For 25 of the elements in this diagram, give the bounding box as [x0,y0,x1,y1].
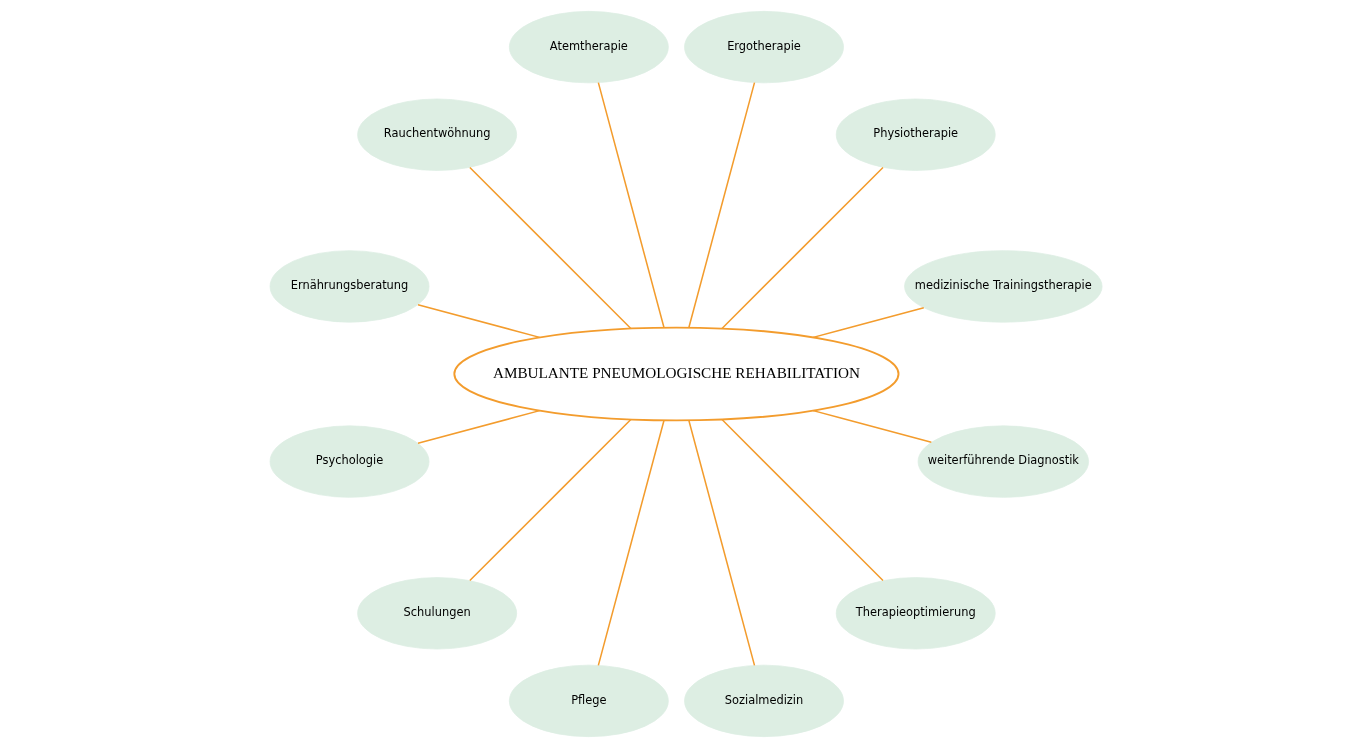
connector [468,418,632,582]
connector [416,304,540,339]
connector [811,409,932,444]
node-ellipse: AMBULANTE PNEUMOLOGISCHE REHABILITATION [452,326,899,422]
node-ellipse: Therapieoptimierung [835,577,996,650]
node-ellipse: Ernährungsberatung [269,250,429,323]
connector [720,166,884,330]
connector [468,166,632,330]
node-ellipse: medizinische Trainingstherapie [903,250,1102,323]
connector [687,419,755,667]
node-ellipse: Pflege [508,664,669,737]
connector [811,306,925,339]
node-ellipse: Sozialmedizin [683,664,844,737]
connector [416,409,540,444]
connector [597,419,665,667]
node-ellipse: Schulungen [356,577,517,650]
node-ellipse: Atemtherapie [508,10,669,84]
connector [597,81,665,329]
node-ellipse: Ergotherapie [683,10,844,84]
node-ellipse: weiterführende Diagnostik [917,425,1089,498]
node-ellipse: Rauchentwöhnung [356,98,517,171]
connector [720,418,884,582]
node-ellipse: Physiotherapie [835,98,996,171]
node-ellipse: Psychologie [269,425,429,498]
connector [687,81,755,329]
